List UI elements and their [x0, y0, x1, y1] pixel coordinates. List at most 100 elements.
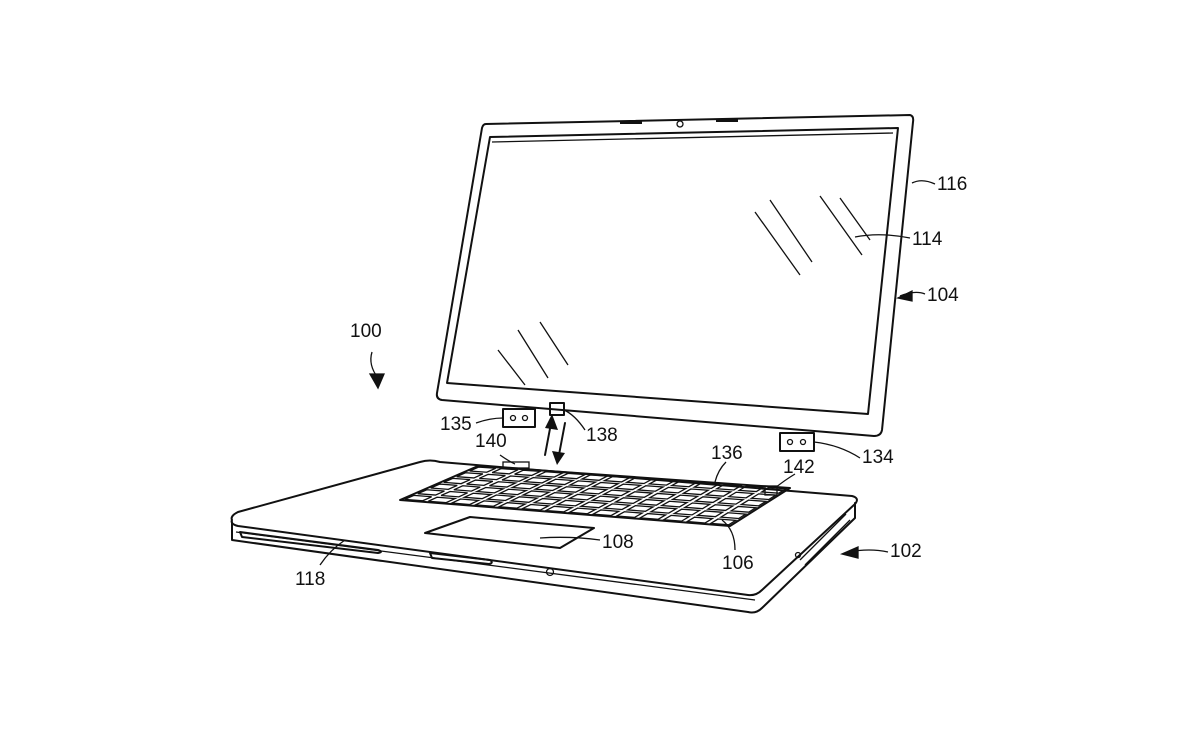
label-102: 102	[890, 541, 922, 562]
keyboard-key	[430, 483, 458, 491]
label-116: 116	[937, 174, 967, 195]
keyboard-key	[501, 475, 531, 482]
keyboard-key	[661, 514, 692, 522]
keyboard-key	[714, 483, 744, 491]
keyboard-key	[474, 486, 506, 494]
left-hinge	[502, 408, 536, 428]
front-slot	[239, 531, 382, 554]
lid-vent	[716, 119, 738, 122]
keyboard-key	[557, 472, 588, 480]
keyboard-panel	[399, 465, 791, 527]
keyboard-key	[491, 467, 519, 475]
keyboard-key	[648, 506, 679, 514]
keyboard-key	[544, 478, 576, 486]
keyboard-key	[625, 504, 656, 512]
keyboard-key	[456, 472, 484, 479]
keyboard-key	[461, 492, 494, 500]
keyboard-key	[670, 494, 700, 502]
front-slot	[429, 552, 493, 565]
camera-icon	[676, 120, 684, 128]
keyboard-key	[520, 490, 552, 498]
keyboard-key	[613, 497, 644, 505]
keyboard-key	[737, 485, 766, 493]
label-118: 118	[295, 569, 325, 590]
keyboard-key	[509, 482, 541, 490]
keyboard-key	[693, 496, 723, 504]
keyboard-key	[669, 480, 699, 488]
keyboard-key	[578, 487, 609, 495]
keyboard-key	[555, 499, 586, 507]
keyboard-keys	[404, 466, 788, 526]
keyboard-key	[729, 505, 758, 513]
keyboard-key	[601, 489, 632, 497]
side-ports	[799, 513, 851, 566]
trackpad	[424, 516, 595, 549]
keyboard-key	[685, 516, 715, 524]
right-tab	[764, 485, 778, 496]
keyboard-key	[440, 490, 468, 498]
keyboard-key	[672, 508, 702, 516]
keyboard-key	[428, 496, 458, 504]
lid-vent	[620, 121, 642, 124]
keyboard-key	[624, 491, 655, 498]
lid	[435, 114, 915, 437]
label-114: 114	[912, 229, 943, 250]
keyboard-key	[514, 469, 543, 477]
keyboard-key	[705, 504, 735, 512]
keyboard-key	[590, 481, 621, 489]
keyboard-key	[567, 493, 598, 501]
keyboard-key	[590, 509, 621, 517]
keyboard-key	[647, 479, 677, 486]
latch	[549, 402, 565, 416]
keyboard-key	[614, 511, 645, 519]
keyboard-key	[635, 485, 666, 492]
keyboard-key	[716, 497, 746, 505]
keyboard-key	[718, 512, 748, 520]
label-140: 140	[475, 431, 507, 452]
keyboard-key	[496, 502, 528, 509]
keyboard-key	[602, 503, 633, 511]
keyboard-key	[681, 488, 711, 496]
keyboard-key	[543, 492, 575, 499]
keyboard-key	[704, 489, 733, 497]
keyboard-key	[739, 499, 768, 507]
keyboard-key	[624, 477, 655, 485]
keyboard-key	[404, 494, 432, 502]
label-136: 136	[711, 443, 743, 464]
keyboard-key	[682, 502, 712, 510]
keyboard-key	[417, 489, 445, 496]
keyboard-key	[759, 486, 788, 494]
keyboard-key	[567, 507, 598, 515]
keyboard-key	[522, 476, 553, 484]
keyboard-key	[613, 483, 643, 491]
keyboard-key	[708, 518, 738, 526]
keyboard-key	[453, 485, 481, 492]
keyboard-key	[602, 475, 632, 483]
keyboard-key	[638, 512, 668, 520]
label-134: 134	[862, 447, 894, 468]
keyboard-key	[469, 466, 496, 473]
base	[230, 459, 858, 614]
left-tab	[502, 461, 530, 469]
keyboard-key	[479, 473, 506, 481]
keyboard-key	[726, 491, 756, 499]
leader-lines	[319, 180, 936, 566]
keyboard-key	[658, 486, 688, 494]
keyboard-key	[497, 488, 529, 496]
reference-labels: 116 114 104 100 135 138 140 136 142 134 …	[295, 174, 967, 590]
keyboard-key	[578, 501, 609, 509]
keyboard-key	[543, 505, 575, 513]
indicator-light	[545, 567, 555, 577]
keyboard-key	[555, 486, 587, 493]
label-104: 104	[927, 285, 959, 306]
keyboard-key	[485, 494, 517, 502]
label-106: 106	[722, 553, 754, 574]
keyboard-key	[579, 474, 610, 481]
label-135: 135	[440, 414, 472, 435]
keyboard-key	[659, 500, 690, 508]
keyboard-key	[489, 481, 519, 488]
right-hinge	[779, 432, 815, 452]
movement-arrows	[544, 414, 566, 465]
display-screen	[446, 127, 899, 415]
